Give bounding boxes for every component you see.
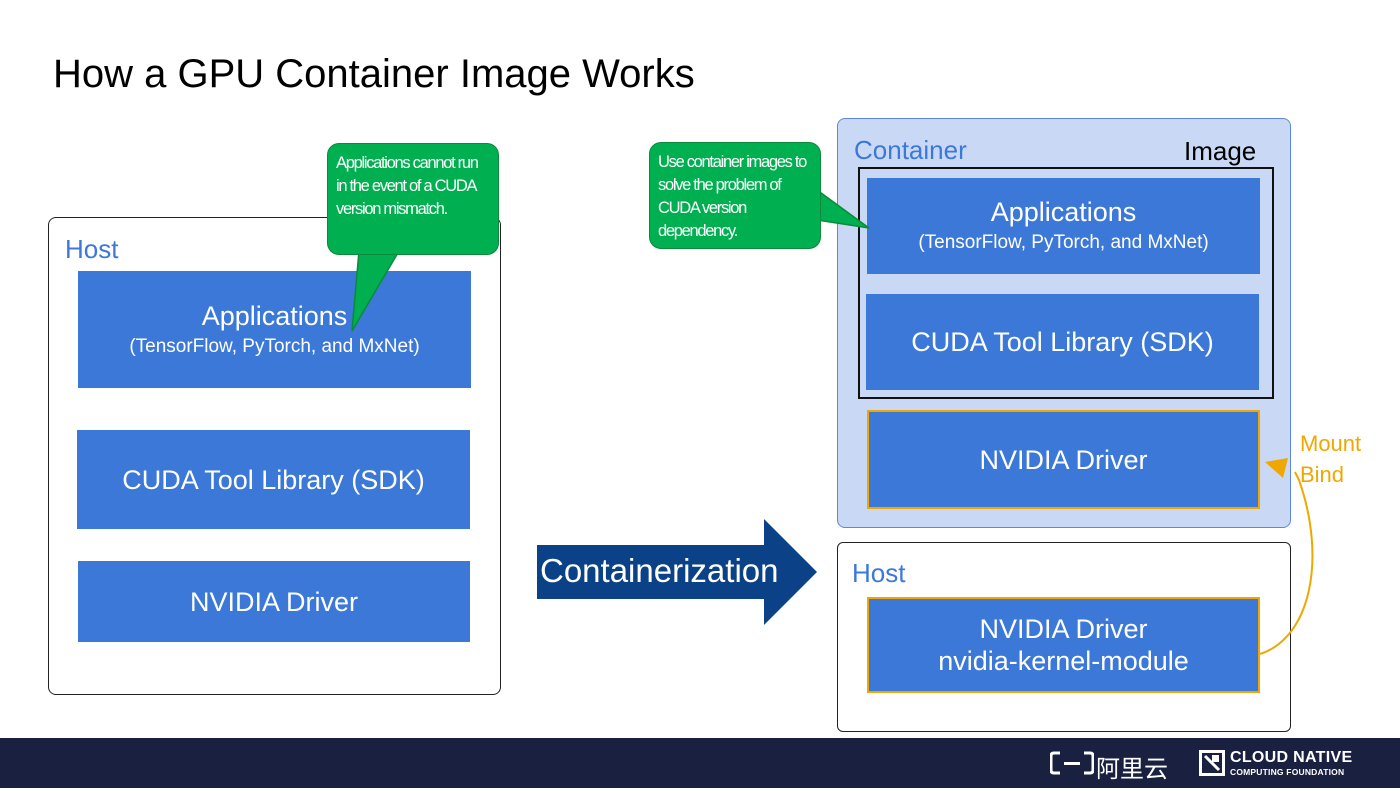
aliyun-logo-text: 阿里云 [1096, 756, 1168, 783]
left-applications-frameworks: (TensorFlow, PyTorch, and MxNet) [129, 335, 420, 357]
aliyun-logo-icon [1050, 751, 1094, 775]
right-cuda-block: CUDA Tool Library (SDK) [866, 294, 1259, 390]
host-kernel-module-label: nvidia-kernel-module [938, 646, 1189, 676]
mount-label: Mount [1300, 431, 1362, 456]
left-callout: Applications cannot run in the event of … [327, 143, 500, 333]
left-driver-block: NVIDIA Driver [78, 561, 470, 642]
footer-bar [0, 738, 1400, 788]
image-label: Image [1184, 136, 1257, 166]
left-cuda-label: CUDA Tool Library (SDK) [122, 464, 425, 495]
containerization-arrow [537, 519, 817, 625]
left-applications-block: Applications (TensorFlow, PyTorch, and M… [78, 271, 471, 388]
right-container-driver-block: NVIDIA Driver [867, 410, 1260, 509]
right-host-label: Host [852, 558, 906, 588]
right-applications-block: Applications (TensorFlow, PyTorch, and M… [867, 178, 1260, 274]
mount-bind-label: Mount Bind [1300, 428, 1361, 490]
left-host-label: Host [65, 234, 119, 264]
cncf-logo-icon [1199, 750, 1225, 776]
page-title: How a GPU Container Image Works [53, 52, 695, 96]
container-label: Container [854, 135, 967, 165]
right-callout-text: Use container images to solve the proble… [649, 142, 821, 249]
bind-label: Bind [1300, 462, 1345, 487]
host-driver-block: NVIDIA Driver nvidia-kernel-module [867, 597, 1260, 693]
containerization-label: Containerization [540, 552, 779, 589]
right-applications-frameworks: (TensorFlow, PyTorch, and MxNet) [918, 232, 1209, 253]
image-frame [858, 167, 1274, 399]
left-callout-text: Applications cannot run in the event of … [327, 143, 499, 255]
mount-bind-arrow [1259, 458, 1314, 655]
right-callout: Use container images to solve the proble… [649, 142, 871, 250]
right-container-driver-label: NVIDIA Driver [979, 444, 1148, 475]
cncf-logo-line1: CLOUD NATIVE [1230, 749, 1353, 766]
left-applications-title: Applications [201, 300, 348, 331]
left-cuda-block: CUDA Tool Library (SDK) [77, 430, 470, 529]
host-driver-label: NVIDIA Driver [979, 614, 1148, 644]
left-driver-label: NVIDIA Driver [189, 586, 359, 617]
right-cuda-label: CUDA Tool Library (SDK) [911, 327, 1214, 357]
cncf-logo-line2: COMPUTING FOUNDATION [1230, 767, 1345, 777]
right-applications-title: Applications [990, 197, 1137, 227]
